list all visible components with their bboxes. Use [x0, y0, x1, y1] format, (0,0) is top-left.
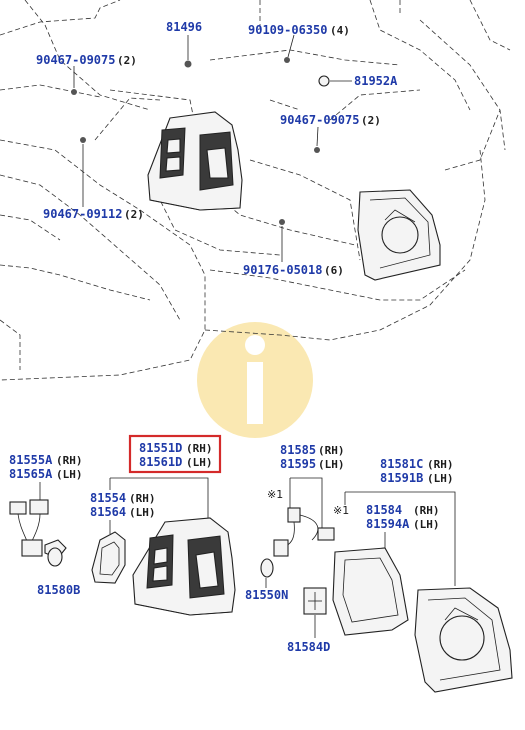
- callout-81581c: 81581C: [380, 457, 423, 471]
- callout-81580b: 81580B: [37, 583, 80, 597]
- callout-90467-09075-right: 90467-09075: [280, 113, 359, 127]
- callout-81594a: 81594A: [366, 517, 410, 531]
- callout-90176-05018: 90176-05018: [243, 263, 322, 277]
- callout-90109-06350: 90109-06350: [248, 23, 327, 37]
- back-door-lamp: [414, 587, 513, 693]
- callout-81561d[interactable]: 81561D: [139, 455, 182, 469]
- callout-81550n: 81550N: [245, 588, 288, 602]
- qty-90176-05018: (6): [324, 264, 344, 277]
- callout-90467-09112: 90467-09112: [43, 207, 122, 221]
- lens-gasket: [91, 531, 126, 584]
- side-81551d: (RH): [186, 442, 213, 455]
- qty-90109-06350: (4): [330, 24, 350, 37]
- qty-90467-09075-left: (2): [117, 54, 137, 67]
- side-81591b: (LH): [427, 472, 454, 485]
- top-rear-combination-lamp: [147, 111, 243, 211]
- side-81554: (RH): [129, 492, 156, 505]
- callout-81555a: 81555A: [9, 453, 53, 467]
- callout-81584d: 81584D: [287, 640, 330, 654]
- top-leader-lines: [73, 34, 352, 262]
- side-81561d: (LH): [186, 456, 213, 469]
- grid-cross-icon: [303, 587, 327, 615]
- side-81584: (RH): [413, 504, 440, 517]
- side-81585: (RH): [318, 444, 345, 457]
- callout-81585: 81585: [280, 443, 316, 457]
- side-81555a: (RH): [56, 454, 83, 467]
- qty-90467-09112: (2): [124, 208, 144, 221]
- socket-wire-assembly: [9, 499, 67, 567]
- lamp-wiring: [260, 507, 335, 578]
- top-fasteners: [71, 57, 330, 225]
- bottom-leader-lines: [39, 477, 456, 638]
- callout-90467-09075-left: 90467-09075: [36, 53, 115, 67]
- callout-81595: 81595: [280, 457, 316, 471]
- side-81595: (LH): [318, 458, 345, 471]
- lamp-gasket: [332, 547, 409, 636]
- side-81581c: (RH): [427, 458, 454, 471]
- highlight-box: [128, 434, 222, 474]
- callout-81551d[interactable]: 81551D: [139, 441, 182, 455]
- callout-81554: 81554: [90, 491, 126, 505]
- callout-81584: 81584: [366, 503, 402, 517]
- info-watermark-icon: [197, 322, 313, 438]
- note-1-lamp: ※1: [333, 504, 349, 517]
- callout-81564: 81564: [90, 505, 126, 519]
- callout-81591b: 81591B: [380, 471, 423, 485]
- side-81565a: (LH): [56, 468, 83, 481]
- qty-90467-09075-right: (2): [361, 114, 381, 127]
- side-81594a: (LH): [413, 518, 440, 531]
- side-81564: (LH): [129, 506, 156, 519]
- callout-81496: 81496: [166, 20, 202, 34]
- callout-81565a: 81565A: [9, 467, 53, 481]
- rear-combination-lamp[interactable]: [132, 517, 236, 616]
- callout-81952a: 81952A: [354, 74, 398, 88]
- note-1-wiring: ※1: [267, 488, 283, 501]
- top-back-door-lamp: [357, 189, 441, 281]
